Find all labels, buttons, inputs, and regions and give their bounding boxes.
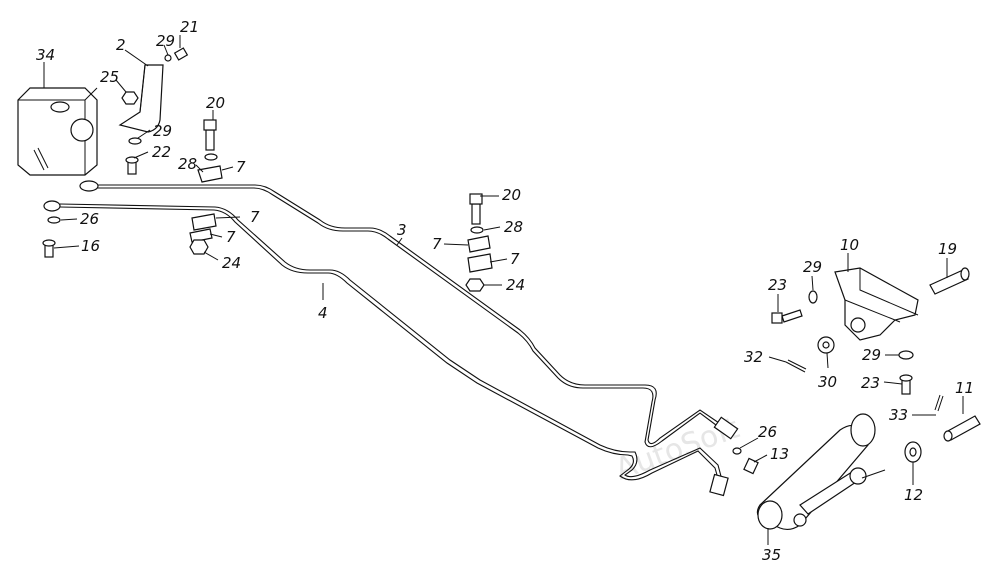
washer-26-right [732, 447, 742, 455]
pin-11 [943, 415, 981, 442]
bolt-16 [42, 239, 56, 258]
washer-30 [817, 336, 835, 354]
bolt-23-top [771, 309, 803, 324]
label-10: 10 [840, 236, 859, 254]
label-11: 11 [955, 379, 974, 397]
label-24-left: 24 [222, 254, 241, 272]
label-24-mid: 24 [506, 276, 525, 294]
label-34: 34 [36, 46, 55, 64]
label-25: 25 [100, 68, 119, 86]
label-29-top: 29 [156, 32, 175, 50]
bolt-21 [173, 47, 189, 61]
clamp-7-mid-upper [467, 235, 491, 253]
washer-29-right [808, 290, 818, 304]
label-3: 3 [397, 221, 407, 239]
label-29-lower: 29 [862, 346, 881, 364]
pin-19 [929, 267, 970, 295]
washer-29-top [164, 54, 172, 62]
washer-12 [904, 441, 922, 463]
washer-28-left [204, 153, 218, 161]
label-30: 30 [818, 373, 837, 391]
label-7-mid-upper: 7 [432, 235, 442, 253]
label-23-top: 23 [768, 276, 787, 294]
bracket-2 [118, 64, 164, 133]
label-23-lower: 23 [861, 374, 880, 392]
label-21: 21 [180, 18, 199, 36]
washer-26-left [47, 216, 61, 224]
label-28-mid: 28 [504, 218, 523, 236]
label-16: 16 [81, 237, 100, 255]
bolt-23-lower [899, 374, 913, 395]
bolt-20-mid [469, 193, 483, 225]
pipe-3-end-fitting [79, 180, 739, 440]
cotter-pin-32 [785, 359, 807, 373]
label-4: 4 [318, 304, 328, 322]
clamp-7-top [197, 165, 223, 183]
nut-29-lower [898, 350, 914, 360]
bolt-20-left [203, 119, 217, 151]
label-2: 2 [116, 36, 126, 54]
nut-24-left [189, 239, 209, 255]
leader-lines [43, 35, 964, 545]
bracket-10 [834, 267, 919, 341]
label-28-left: 28 [178, 155, 197, 173]
label-33: 33 [889, 406, 908, 424]
pipe-4-end-fitting [43, 200, 729, 497]
pipe-4 [59, 203, 723, 483]
clamp-7-left-upper [191, 213, 217, 231]
label-7-mid-lower: 7 [510, 250, 520, 268]
label-29-mid: 29 [153, 122, 172, 140]
label-13: 13 [770, 445, 789, 463]
clamp-7-left-lower [189, 228, 213, 243]
label-29-right: 29 [803, 258, 822, 276]
label-20-left: 20 [206, 94, 225, 112]
washer-28-mid [470, 226, 484, 234]
label-12: 12 [904, 486, 923, 504]
label-7-left-upper: 7 [250, 208, 260, 226]
label-20-mid: 20 [502, 186, 521, 204]
label-7-left-lower: 7 [226, 228, 236, 246]
label-7-top: 7 [236, 158, 246, 176]
nut-25 [121, 91, 139, 105]
label-26-right: 26 [758, 423, 777, 441]
pipe-3 [95, 184, 723, 448]
nut-24-mid [465, 278, 485, 292]
label-22: 22 [152, 143, 171, 161]
cotter-pin-33 [934, 394, 944, 412]
bolt-22 [125, 156, 139, 175]
reservoir-tank-34 [17, 87, 98, 176]
label-35: 35 [762, 546, 781, 564]
clutch-slave-cylinder-35 [756, 413, 886, 531]
label-32: 32 [744, 348, 763, 366]
washer-29-mid [128, 137, 142, 145]
label-26-left: 26 [80, 210, 99, 228]
clamp-7-mid-lower [467, 253, 493, 273]
part-labels: 34 2 21 29 25 29 22 20 28 7 26 7 7 16 24… [36, 18, 974, 564]
label-19: 19 [938, 240, 957, 258]
